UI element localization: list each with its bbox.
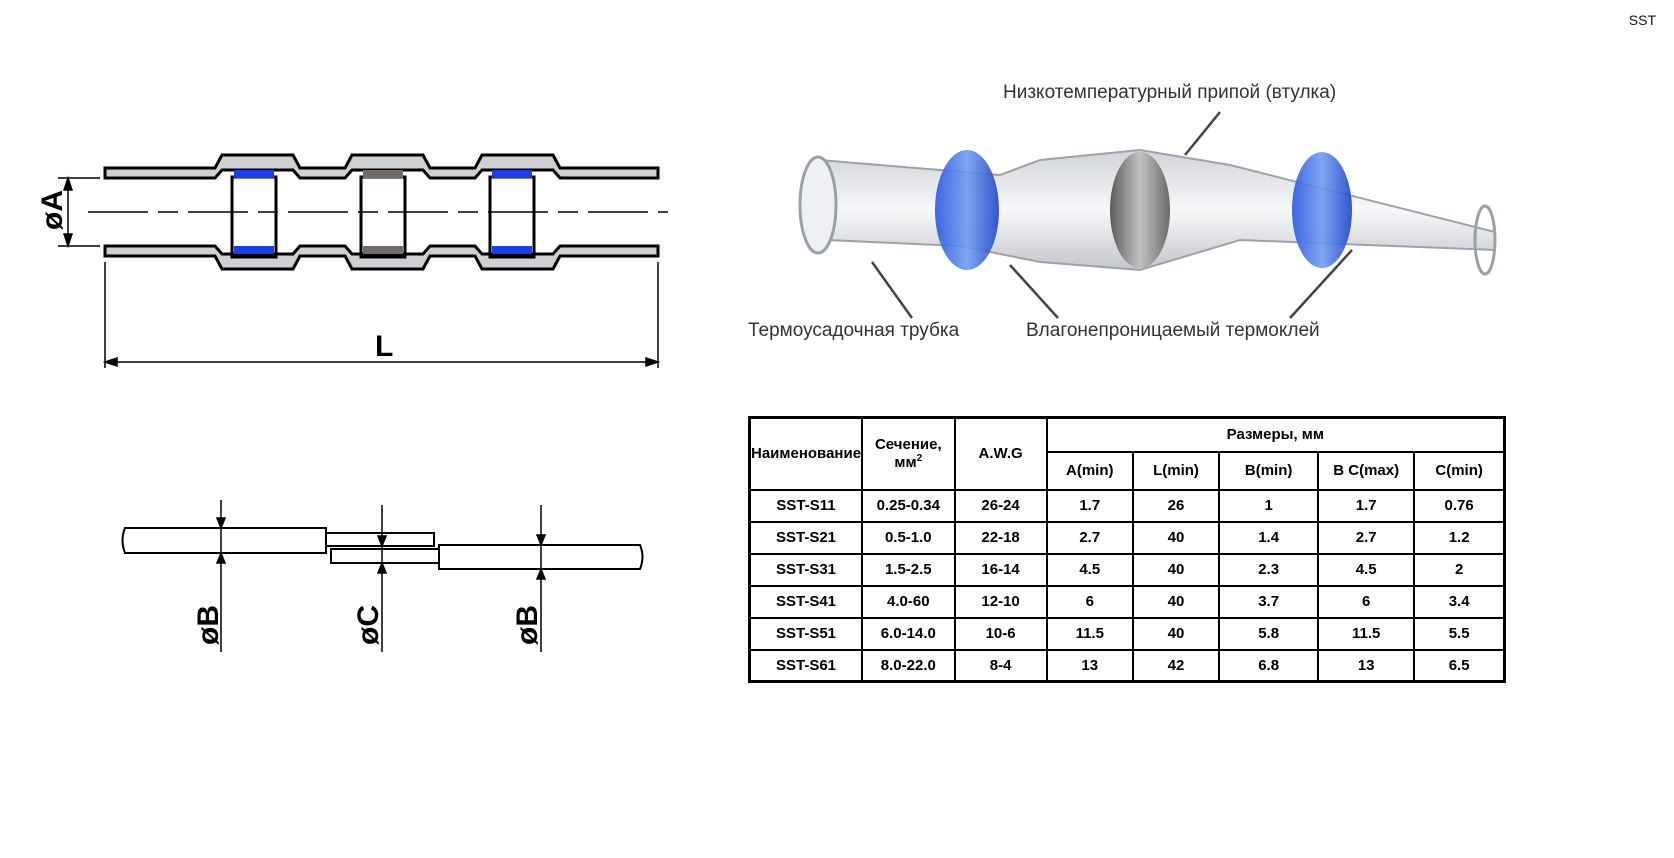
table-cell: 13 [1045, 648, 1134, 683]
table-cell: 1.4 [1218, 520, 1320, 555]
table-cell: SST-S61 [748, 648, 864, 683]
label-solder: Низкотемпературный припой (втулка) [1003, 82, 1337, 103]
dim-B-left-label: øB [192, 605, 225, 645]
table-cell: 2.7 [1317, 520, 1416, 555]
table-cell: 1.7 [1317, 488, 1416, 523]
table-cell: 5.8 [1218, 616, 1320, 651]
table-cell: 0.76 [1413, 488, 1506, 523]
table-cell: 12-10 [953, 584, 1048, 619]
header-sub: B(min) [1218, 450, 1320, 491]
dim-A [58, 175, 100, 249]
dim-L [102, 262, 661, 368]
header-sub: L(min) [1131, 450, 1221, 491]
spec-table: Наименование Сечение,мм2 A.W.G Размеры, … [748, 416, 1506, 683]
table-cell: 6 [1045, 584, 1134, 619]
table-cell: 42 [1131, 648, 1221, 683]
table-cell: 40 [1131, 616, 1221, 651]
table-cell: 1.5-2.5 [861, 552, 956, 587]
header-section: Сечение,мм2 [861, 416, 956, 491]
table-cell: 5.5 [1413, 616, 1506, 651]
table-cell: 2.3 [1218, 552, 1320, 587]
wire-splice-drawing [121, 527, 644, 570]
table-cell: 1 [1218, 488, 1320, 523]
corner-label: SST [1628, 12, 1656, 28]
table-cell: SST-S31 [748, 552, 864, 587]
table-cell: 1.7 [1045, 488, 1134, 523]
table-cell: 16-14 [953, 552, 1048, 587]
table-cell: 6.8 [1218, 648, 1320, 683]
table-cell: SST-S41 [748, 584, 864, 619]
table-cell: 2 [1413, 552, 1506, 587]
adhesive-ring-right [488, 175, 536, 259]
header-name: Наименование [748, 416, 864, 491]
table-cell: SST-S51 [748, 616, 864, 651]
table-cell: 2.7 [1045, 520, 1134, 555]
table-cell: 4.5 [1045, 552, 1134, 587]
table-cell: 40 [1131, 584, 1221, 619]
table-cell: 4.5 [1317, 552, 1416, 587]
table-cell: SST-S21 [748, 520, 864, 555]
table-cell: 22-18 [953, 520, 1048, 555]
table-cell: 4.0-60 [861, 584, 956, 619]
connector-photo [798, 111, 1497, 319]
table-cell: 26-24 [953, 488, 1048, 523]
table-cell: 6.0-14.0 [861, 616, 956, 651]
table-cell: 3.4 [1413, 584, 1506, 619]
solder-ring [359, 175, 407, 259]
table-cell: 10-6 [953, 616, 1048, 651]
dim-L-label: L [375, 330, 393, 363]
table-cell: 6.5 [1413, 648, 1506, 683]
adhesive-ring-left [230, 175, 278, 259]
dim-A-label: øA [36, 190, 69, 230]
label-adhesive: Влагонепроницаемый термоклей [1026, 320, 1320, 341]
table-cell: 6 [1317, 584, 1416, 619]
table-cell: 40 [1131, 552, 1221, 587]
header-dims: Размеры, мм [1045, 416, 1506, 453]
table-cell: 40 [1131, 520, 1221, 555]
dim-B-right-label: øB [511, 605, 544, 645]
header-sub: B C(max) [1317, 450, 1416, 491]
dim-C-label: øC [352, 605, 385, 645]
table-cell: 8.0-22.0 [861, 648, 956, 683]
table-cell: 0.25-0.34 [861, 488, 956, 523]
header-sub: C(min) [1413, 450, 1506, 491]
table-cell: 0.5-1.0 [861, 520, 956, 555]
table-cell: 26 [1131, 488, 1221, 523]
label-tube: Термоусадочная трубка [748, 320, 960, 341]
table-cell: 8-4 [953, 648, 1048, 683]
header-sub: A(min) [1045, 450, 1134, 491]
table-cell: 11.5 [1045, 616, 1134, 651]
header-awg: A.W.G [953, 416, 1048, 491]
table-cell: 1.2 [1413, 520, 1506, 555]
table-cell: 11.5 [1317, 616, 1416, 651]
table-cell: 13 [1317, 648, 1416, 683]
table-cell: SST-S11 [748, 488, 864, 523]
table-cell: 3.7 [1218, 584, 1320, 619]
